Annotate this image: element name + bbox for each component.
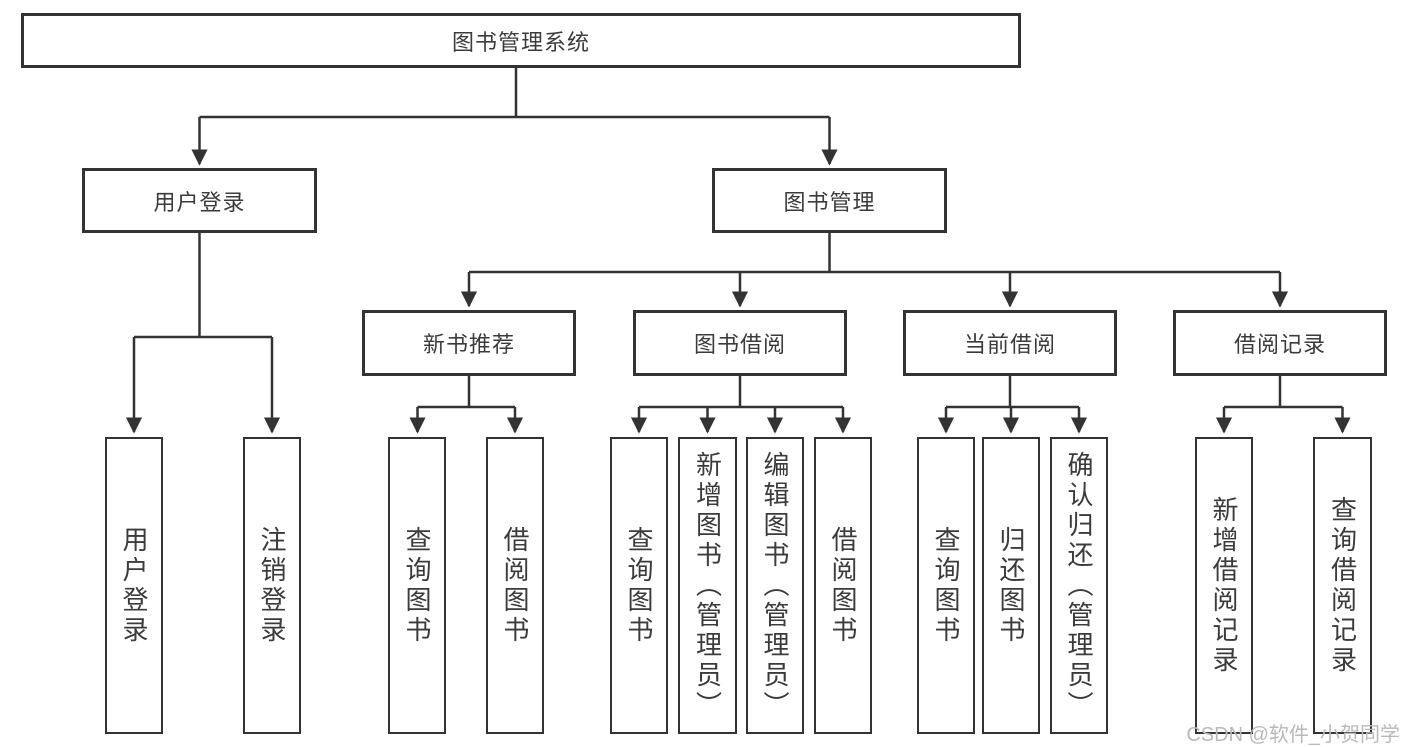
node-borrow-records: 借阅记录: [1173, 310, 1387, 376]
node-query-borrow-record: 查询借阅记录: [1313, 437, 1372, 734]
node-recommend-query-books: 查询图书: [388, 437, 446, 734]
node-borrow-query-books: 查询图书: [610, 437, 668, 734]
node-book-borrow: 图书借阅: [633, 310, 847, 376]
node-add-books-admin: 新增图书（管理员）: [678, 437, 737, 734]
node-book-management: 图书管理: [712, 168, 947, 233]
node-current-borrow: 当前借阅: [903, 310, 1117, 376]
node-edit-books-admin: 编辑图书（管理员）: [746, 437, 804, 734]
node-recommend-borrow-books: 借阅图书: [486, 437, 544, 734]
node-logout: 注销登录: [243, 437, 301, 734]
node-add-borrow-record: 新增借阅记录: [1195, 437, 1253, 734]
node-confirm-return-admin: 确认归还（管理员）: [1050, 437, 1108, 734]
node-do-user-login: 用户登录: [105, 437, 163, 734]
watermark: CSDN @软件_小贺同学: [1186, 724, 1400, 746]
node-library-system: 图书管理系统: [21, 13, 1021, 68]
node-new-book-recommend: 新书推荐: [362, 310, 576, 376]
node-user-login: 用户登录: [82, 168, 317, 233]
node-borrow-books: 借阅图书: [814, 437, 872, 734]
node-current-query-books: 查询图书: [917, 437, 975, 734]
node-return-books: 归还图书: [982, 437, 1040, 734]
